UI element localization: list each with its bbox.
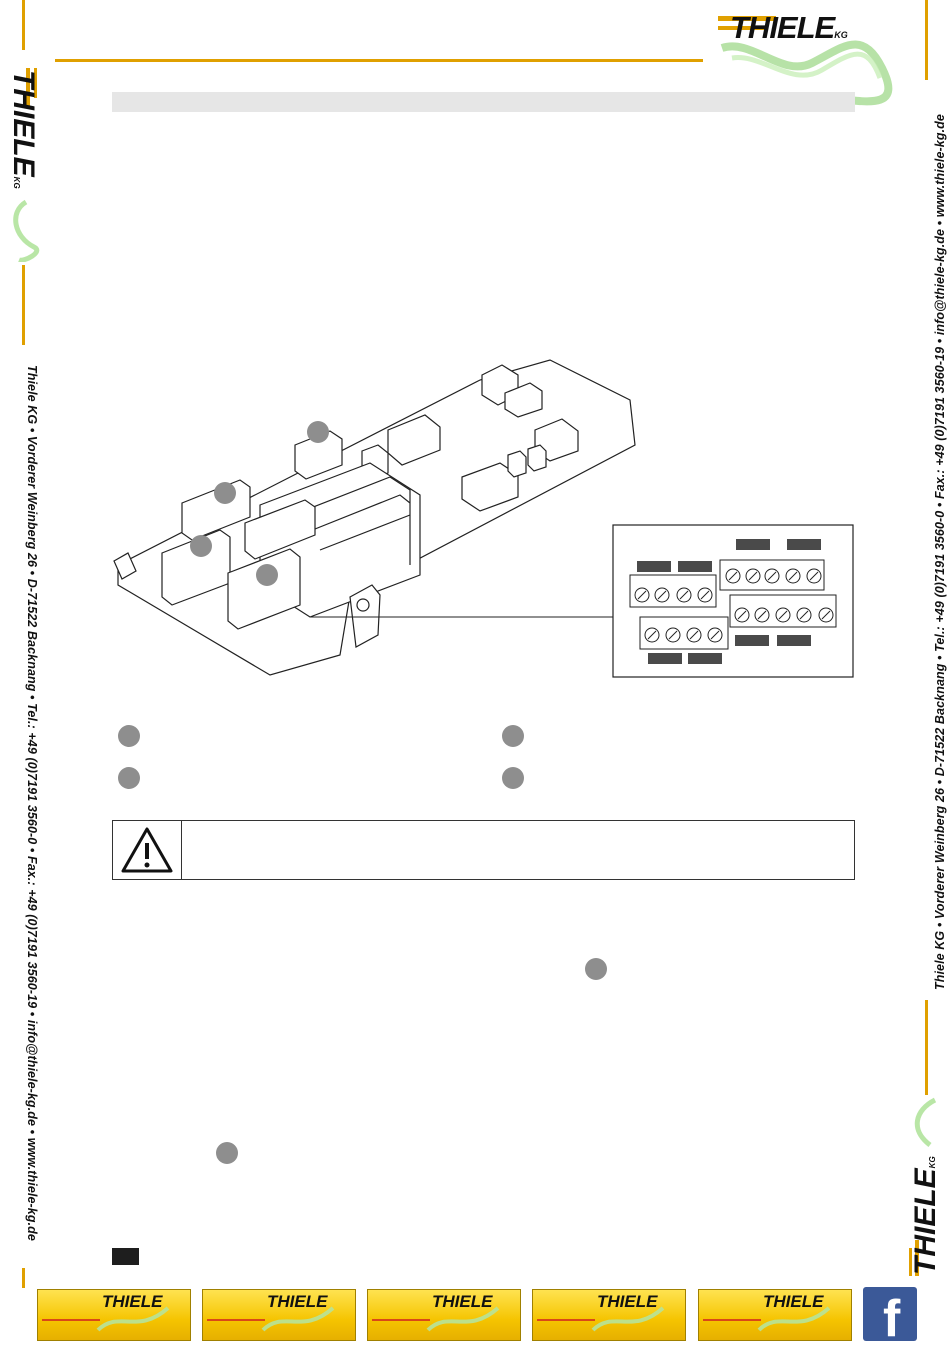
relay-board-illustration xyxy=(113,359,854,678)
figure-marker-3 xyxy=(190,535,212,557)
header-logo: THIELEKG xyxy=(712,8,902,106)
footer-tile-1[interactable]: THIELE xyxy=(37,1289,191,1341)
inline-marker-a xyxy=(585,958,607,980)
right-accent-line-bottom xyxy=(925,1000,928,1095)
header-rule xyxy=(55,59,703,62)
left-contact-line: Thiele KG • Vorderer Weinberg 26 • D-715… xyxy=(25,365,39,1241)
figure-marker-1 xyxy=(307,421,329,443)
facebook-icon[interactable]: f xyxy=(863,1287,917,1347)
legend-marker-4 xyxy=(502,767,524,789)
right-side-logo: THIELEKG xyxy=(905,1090,947,1280)
page-number-tab xyxy=(112,1248,139,1265)
side-logo-text-right: THIELE xyxy=(909,1168,942,1275)
relay-board-figure xyxy=(110,335,860,685)
facebook-letter: f xyxy=(883,1290,901,1348)
footer-tile-5[interactable]: THIELE xyxy=(698,1289,852,1341)
legend-marker-2 xyxy=(502,725,524,747)
logo-swoosh-graphic xyxy=(718,16,893,106)
section-heading-bar xyxy=(112,92,855,112)
footer-tile-4[interactable]: THIELE xyxy=(532,1289,686,1341)
left-accent-line-top xyxy=(22,0,25,50)
side-logo-suffix-right: KG xyxy=(928,1156,937,1169)
legend-marker-1 xyxy=(118,725,140,747)
footer-logo-text-4: THIELE xyxy=(597,1292,658,1311)
logo-suffix: KG xyxy=(834,30,848,40)
side-logo-graphic-right xyxy=(909,1097,937,1276)
footer-logo-text-1: THIELE xyxy=(102,1292,163,1311)
right-contact-line: Thiele KG • Vorderer Weinberg 26 • D-715… xyxy=(933,114,947,990)
footer-logo-swoosh xyxy=(207,1306,335,1332)
legend-marker-3 xyxy=(118,767,140,789)
logo-text: THIELE xyxy=(730,10,835,45)
footer-logo-swoosh xyxy=(537,1306,665,1332)
footer-tile-2[interactable]: THIELE xyxy=(202,1289,356,1341)
footer-logo-swoosh xyxy=(372,1306,500,1332)
footer-logo-text-2: THIELE xyxy=(267,1292,328,1311)
figure-marker-4 xyxy=(256,564,278,586)
side-logo-text-left: THIELE xyxy=(7,70,40,177)
side-logo-graphic xyxy=(13,68,40,263)
left-accent-line-bottom xyxy=(22,1268,25,1288)
warning-icon-cell xyxy=(113,821,182,879)
left-side-logo: THIELEKG xyxy=(4,62,44,263)
right-accent-line-top xyxy=(925,0,928,80)
footer-logo-text-3: THIELE xyxy=(432,1292,493,1311)
inline-marker-b xyxy=(216,1142,238,1164)
side-logo-suffix-left: KG xyxy=(12,176,21,189)
left-accent-line-mid xyxy=(22,265,25,345)
footer-tile-3[interactable]: THIELE xyxy=(367,1289,521,1341)
footer-logo-swoosh xyxy=(42,1306,170,1332)
figure-marker-2 xyxy=(214,482,236,504)
footer-logo-text-5: THIELE xyxy=(763,1292,824,1311)
warning-triangle-icon xyxy=(121,827,173,873)
warning-box xyxy=(112,820,855,880)
footer-logo-swoosh xyxy=(703,1306,831,1332)
